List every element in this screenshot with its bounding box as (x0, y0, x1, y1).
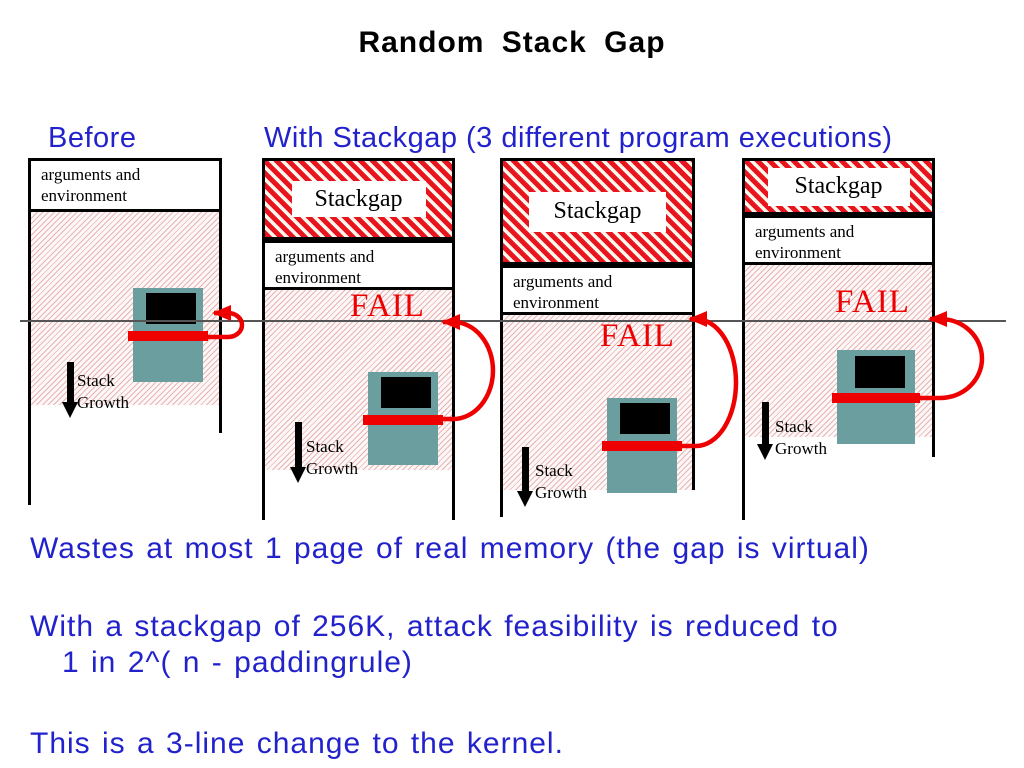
stack-growth-arrow-icon (290, 422, 307, 483)
stack-growth-arrow-icon (757, 402, 774, 460)
column-border (742, 437, 745, 520)
computer-screen-icon (381, 377, 431, 408)
computer-icon (128, 288, 208, 382)
note-kernel-change: This is a 3-line change to the kernel. (30, 727, 564, 760)
heading-before: Before (48, 122, 137, 154)
heading-with-stackgap: With Stackgap (3 different program execu… (264, 122, 893, 154)
column-border (932, 437, 935, 457)
note-feasibility-line2: 1 in 2^( n - paddingrule) (62, 646, 413, 679)
stack-growth-arrow-icon (517, 447, 534, 507)
computer-slot-icon (832, 393, 920, 403)
args-env-label: environment (41, 186, 127, 205)
computer-icon (602, 398, 682, 493)
stackgap-box: Stackgap (742, 158, 935, 215)
column-border (452, 470, 455, 520)
column-border (219, 405, 222, 433)
args-env-box: arguments and environment (28, 158, 222, 212)
computer-screen-icon (855, 356, 905, 388)
computer-slot-icon (602, 441, 682, 451)
computer-slot-icon (128, 331, 208, 341)
note-feasibility-line1: With a stackgap of 256K, attack feasibil… (30, 610, 839, 643)
fail-label: FAIL (600, 318, 675, 354)
args-env-label: arguments and (41, 165, 141, 184)
slide-title: Random Stack Gap (358, 26, 666, 59)
column-border (28, 405, 31, 505)
stackgap-box: Stackgap (500, 158, 695, 265)
stackgap-box: Stackgap (262, 158, 455, 240)
computer-icon (832, 350, 920, 444)
computer-slot-icon (363, 415, 443, 425)
stackgap-label: Stackgap (291, 181, 426, 217)
computer-icon (363, 372, 443, 465)
stack-growth-arrow-icon (62, 362, 79, 418)
fail-label: FAIL (350, 288, 425, 324)
computer-screen-icon (146, 293, 196, 324)
stackgap-label: Stackgap (529, 191, 666, 232)
fail-label: FAIL (835, 284, 910, 320)
column-border (262, 470, 265, 520)
stackgap-label: Stackgap (767, 167, 910, 206)
column-border (500, 490, 503, 517)
computer-screen-icon (620, 403, 670, 434)
note-virtual-gap: Wastes at most 1 page of real memory (th… (30, 532, 870, 565)
